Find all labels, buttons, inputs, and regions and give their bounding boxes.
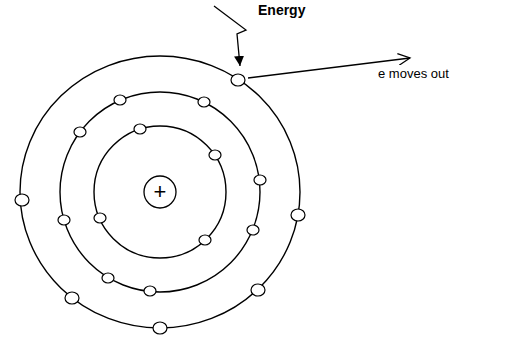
nucleus-sign: +	[143, 175, 177, 209]
electron	[15, 194, 29, 206]
inner-shell	[94, 126, 226, 258]
electron	[94, 213, 106, 223]
electron	[231, 74, 245, 86]
electron	[291, 209, 305, 221]
electron	[102, 273, 114, 283]
electron	[209, 150, 221, 160]
electron	[58, 215, 70, 225]
electron	[254, 175, 266, 185]
electron	[251, 284, 265, 296]
energy-bolt	[214, 6, 246, 66]
electron	[247, 225, 259, 235]
energy-label: Energy	[258, 2, 305, 18]
nucleus: +	[143, 175, 177, 209]
electron	[65, 292, 79, 304]
motion-label: e moves out	[378, 66, 449, 81]
electron	[198, 97, 210, 107]
outer-shell	[20, 56, 300, 328]
electron	[144, 286, 156, 296]
electron	[134, 124, 146, 134]
middle-shell	[60, 92, 260, 292]
electron	[114, 95, 126, 105]
electron	[74, 127, 86, 137]
electron	[153, 322, 167, 334]
electron	[199, 235, 211, 245]
